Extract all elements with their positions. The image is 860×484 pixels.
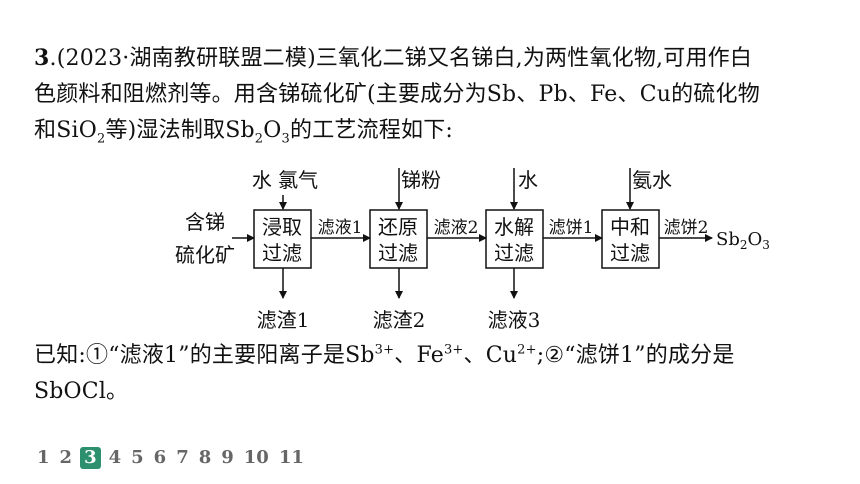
question-line-2: 色颜料和阻燃剂等。用含锑硫化矿(主要成分为Sb、Pb、Fe、Cu的硫化物 bbox=[34, 82, 760, 107]
known-conditions: 已知:①“滤液1”的主要阳离子是Sb3+、Fe3+、Cu2+;②“滤饼1”的成分… bbox=[34, 338, 834, 410]
step4-label-2: 过滤 bbox=[610, 241, 650, 265]
known-seg4: ;②“滤饼1”的成分是 bbox=[536, 343, 735, 368]
step4-input: 氨水 bbox=[632, 168, 672, 192]
product-sub1: 2 bbox=[740, 238, 748, 252]
question-line-1-text: 三氧化二锑又名锑白,为两性氧化物,可用作白 bbox=[315, 46, 753, 71]
page-11[interactable]: 11 bbox=[278, 447, 304, 468]
page-2[interactable]: 2 bbox=[59, 447, 73, 468]
process-flowchart: 含锑 硫化矿 水 氯气 浸取 过滤 滤渣1 滤液1 锑粉 还原 过滤 滤渣2 滤… bbox=[175, 168, 770, 332]
l3-sub2: 2 bbox=[254, 131, 264, 147]
known-seg1: 已知:①“滤液1”的主要阳离子是Sb bbox=[34, 343, 375, 368]
page-6[interactable]: 6 bbox=[153, 447, 167, 468]
question-text: 3.(2023·湖南教研联盟二模)三氧化二锑又名锑白,为两性氧化物,可用作白 色… bbox=[34, 40, 834, 149]
page-1[interactable]: 1 bbox=[37, 447, 50, 468]
page-10[interactable]: 10 bbox=[243, 447, 269, 468]
product-formula: Sb2O3 bbox=[716, 229, 770, 252]
l3-pre: 和SiO bbox=[34, 118, 97, 143]
known-line-1: 已知:①“滤液1”的主要阳离子是Sb3+、Fe3+、Cu2+;②“滤饼1”的成分… bbox=[34, 338, 834, 374]
known-seg2: 、Fe bbox=[394, 343, 444, 368]
l3-post: 的工艺流程如下: bbox=[290, 118, 454, 143]
l3-mid1: 等)湿法制取Sb bbox=[105, 118, 255, 143]
step2-label-2: 过滤 bbox=[378, 241, 418, 265]
step1-label-2: 过滤 bbox=[262, 241, 302, 265]
product-sb: Sb bbox=[716, 229, 740, 250]
step3-output: 滤饼1 bbox=[549, 218, 594, 238]
step4-box bbox=[601, 209, 660, 269]
known-sup3: 2+ bbox=[517, 342, 537, 358]
l3-sub1: 2 bbox=[96, 131, 106, 147]
step2-output: 滤液2 bbox=[434, 218, 479, 238]
step2-residue: 滤渣2 bbox=[373, 308, 426, 332]
question-source: .(2023·湖南教研联盟二模) bbox=[49, 46, 316, 71]
step4-output: 滤饼2 bbox=[664, 218, 709, 238]
raw-material-line-1: 含锑 bbox=[185, 210, 225, 234]
known-seg3: 、Cu bbox=[463, 343, 518, 368]
step4-label-1: 中和 bbox=[610, 215, 650, 239]
step2-label-1: 还原 bbox=[378, 215, 418, 239]
l3-sub3: 3 bbox=[281, 131, 290, 147]
known-sup2: 3+ bbox=[443, 342, 464, 358]
page-4[interactable]: 4 bbox=[108, 447, 122, 468]
step3-label-1: 水解 bbox=[494, 215, 534, 239]
question-line-3: 和SiO2等)湿法制取Sb2O3的工艺流程如下: bbox=[34, 113, 834, 149]
product-sub2: 3 bbox=[762, 238, 770, 252]
question-number: 3 bbox=[34, 45, 50, 71]
step3-input: 水 bbox=[518, 168, 538, 192]
question-line-1: 3.(2023·湖南教研联盟二模)三氧化二锑又名锑白,为两性氧化物,可用作白 bbox=[34, 40, 834, 77]
page-5[interactable]: 5 bbox=[131, 447, 144, 468]
raw-material-line-2: 硫化矿 bbox=[175, 243, 235, 267]
l3-mid2: O bbox=[263, 118, 282, 143]
step1-input: 水 氯气 bbox=[252, 168, 318, 192]
page-7[interactable]: 7 bbox=[176, 447, 189, 468]
product-o: O bbox=[748, 229, 763, 250]
step2-input: 锑粉 bbox=[401, 168, 441, 192]
known-sup1: 3+ bbox=[374, 342, 395, 358]
step1-residue: 滤渣1 bbox=[257, 308, 310, 332]
page-3-current[interactable]: 3 bbox=[80, 447, 101, 469]
page-9[interactable]: 9 bbox=[221, 447, 234, 468]
step1-label-1: 浸取 bbox=[262, 215, 302, 239]
step3-residue: 滤液3 bbox=[488, 308, 541, 332]
known-line-2: SbOCl。 bbox=[34, 379, 129, 404]
pagination: 1 2 3 4 5 6 7 8 9 10 11 bbox=[32, 446, 309, 470]
page-8[interactable]: 8 bbox=[198, 447, 212, 468]
step3-label-2: 过滤 bbox=[494, 241, 534, 265]
step1-output: 滤液1 bbox=[318, 218, 363, 238]
